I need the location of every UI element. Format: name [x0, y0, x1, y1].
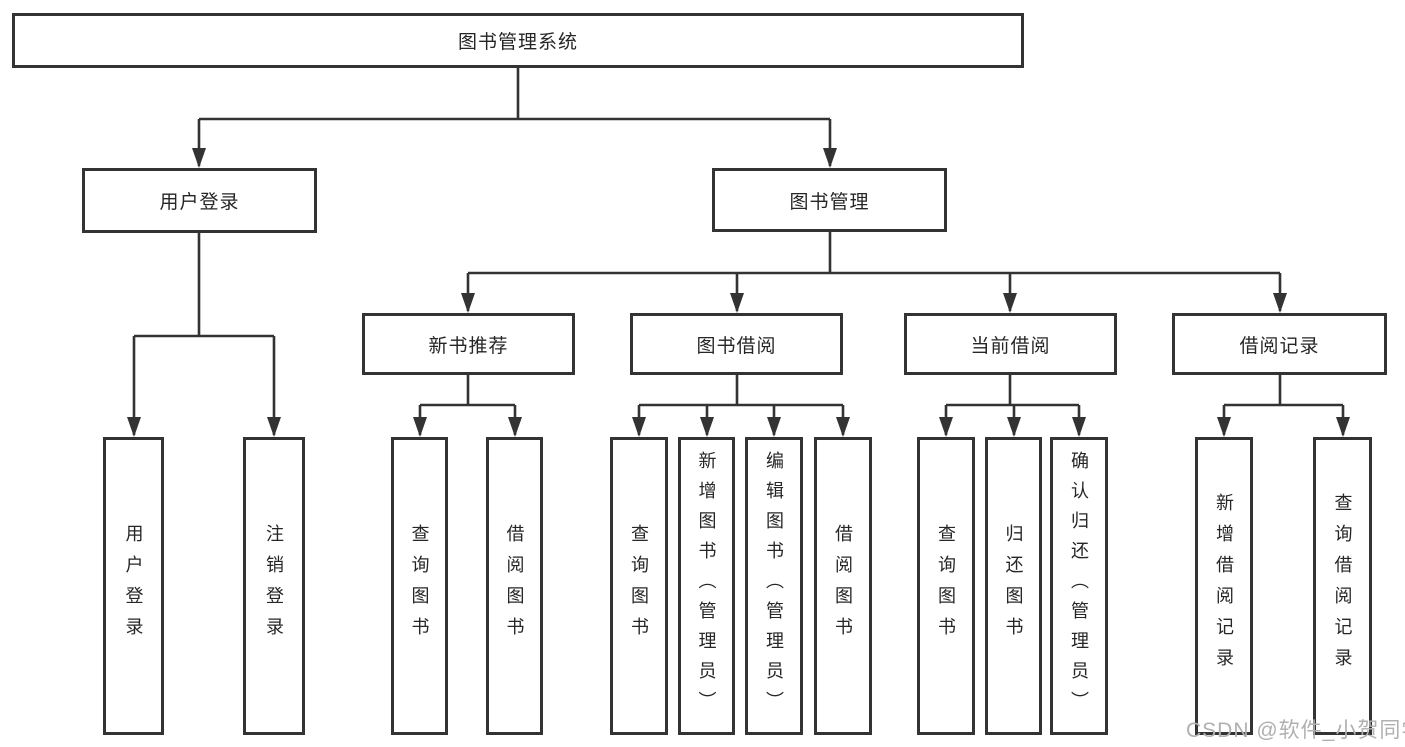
- connector-records-to-leaves: [1222, 375, 1345, 435]
- connector-borrowing-to-leaves: [637, 375, 845, 435]
- node-book-management: 图书管理: [712, 168, 947, 232]
- leaf-borrow-books-recommend-label: 借阅图书: [504, 524, 525, 648]
- leaf-edit-books-admin-label: 编辑图书（管理员）: [764, 451, 784, 721]
- arrowhead-icon: [1273, 293, 1287, 313]
- node-new-book-recommend-label: 新书推荐: [428, 335, 509, 357]
- leaf-borrow-books-borrowing: 借阅图书: [814, 437, 872, 735]
- arrowhead-icon: [1217, 417, 1231, 437]
- connector-userlogin-to-leaves: [132, 233, 276, 435]
- leaf-query-books-recommend-label: 查询图书: [409, 524, 430, 648]
- leaf-confirm-return-admin: 确认归还（管理员）: [1050, 437, 1108, 735]
- arrowhead-icon: [413, 417, 427, 437]
- leaf-add-borrow-record: 新增借阅记录: [1195, 437, 1253, 735]
- node-new-book-recommend: 新书推荐: [362, 313, 575, 375]
- leaf-logout-label: 注销登录: [264, 524, 284, 648]
- arrowhead-icon: [823, 148, 837, 168]
- node-user-login-label: 用户登录: [159, 192, 240, 213]
- leaf-query-borrow-record: 查询借阅记录: [1313, 437, 1372, 735]
- csdn-watermark: CSDN @软件_小贺同学: [1186, 719, 1405, 742]
- leaf-query-books-current-label: 查询图书: [936, 524, 956, 648]
- arrowhead-icon: [730, 293, 744, 313]
- arrowhead-icon: [127, 417, 141, 437]
- leaf-query-books-borrowing-label: 查询图书: [629, 524, 649, 648]
- arrowhead-icon: [836, 417, 850, 437]
- arrowhead-icon: [939, 417, 953, 437]
- arrowhead-icon: [508, 417, 522, 437]
- leaf-return-books-label: 归还图书: [1003, 524, 1024, 648]
- node-borrow-records: 借阅记录: [1172, 313, 1387, 375]
- node-user-login: 用户登录: [82, 168, 317, 233]
- leaf-user-login: 用户登录: [103, 437, 164, 735]
- node-borrow-records-label: 借阅记录: [1239, 335, 1320, 357]
- leaf-borrow-books-recommend: 借阅图书: [486, 437, 543, 735]
- connector-root-to-level2: [197, 68, 832, 166]
- arrowhead-icon: [461, 293, 475, 313]
- node-book-borrowing: 图书借阅: [630, 313, 843, 375]
- arrowhead-icon: [192, 148, 206, 168]
- arrowhead-icon: [700, 417, 714, 437]
- arrowhead-icon: [1007, 417, 1021, 437]
- leaf-query-books-borrowing: 查询图书: [610, 437, 668, 735]
- leaf-add-books-admin-label: 新增图书（管理员）: [696, 451, 717, 721]
- leaf-add-books-admin: 新增图书（管理员）: [678, 437, 735, 735]
- connector-newbook-to-leaves: [418, 375, 517, 435]
- leaf-query-books-recommend: 查询图书: [391, 437, 448, 735]
- arrowhead-icon: [267, 417, 281, 437]
- arrowhead-icon: [1336, 417, 1350, 437]
- node-root: 图书管理系统: [12, 13, 1024, 68]
- node-book-borrowing-label: 图书借阅: [696, 335, 777, 357]
- leaf-edit-books-admin: 编辑图书（管理员）: [745, 437, 803, 735]
- leaf-add-borrow-record-label: 新增借阅记录: [1214, 493, 1234, 679]
- arrowhead-icon: [1072, 417, 1086, 437]
- leaf-query-books-current: 查询图书: [917, 437, 975, 735]
- node-current-borrowing-label: 当前借阅: [970, 335, 1051, 357]
- leaf-query-borrow-record-label: 查询借阅记录: [1332, 493, 1353, 679]
- leaf-logout: 注销登录: [243, 437, 305, 735]
- node-root-label: 图书管理系统: [457, 32, 578, 53]
- arrowhead-icon: [767, 417, 781, 437]
- leaf-return-books: 归还图书: [985, 437, 1042, 735]
- connector-bookmgmt-to-level3: [466, 232, 1282, 311]
- leaf-user-login-label: 用户登录: [123, 524, 144, 648]
- node-book-management-label: 图书管理: [789, 191, 870, 213]
- leaf-confirm-return-admin-label: 确认归还（管理员）: [1069, 451, 1089, 721]
- node-current-borrowing: 当前借阅: [904, 313, 1117, 375]
- arrowhead-icon: [632, 417, 646, 437]
- leaf-borrow-books-borrowing-label: 借阅图书: [833, 524, 853, 648]
- arrowhead-icon: [1003, 293, 1017, 313]
